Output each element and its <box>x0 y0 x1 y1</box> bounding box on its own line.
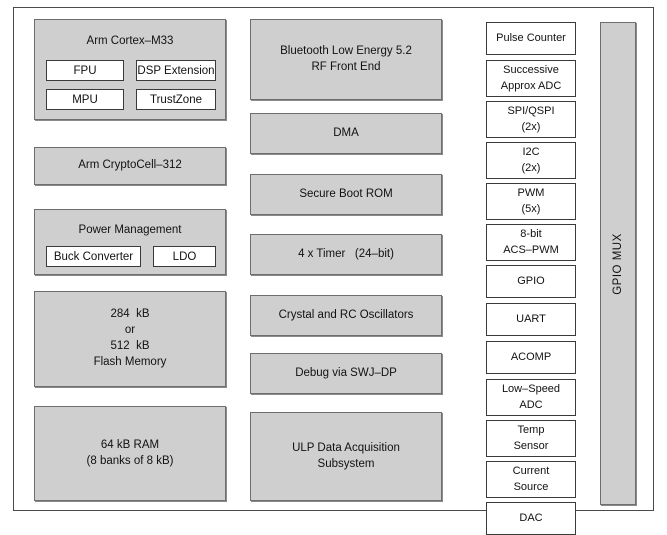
block-spi-qspi[interactable]: SPI/QSPI (2x) <box>486 101 576 138</box>
subblock-fpu-label: FPU <box>73 64 97 77</box>
subblock-ldo-label: LDO <box>172 250 197 263</box>
block-current-source[interactable]: Current Source <box>486 461 576 498</box>
block-arm-cryptocell-312-label: Arm CryptoCell–312 <box>78 159 182 172</box>
block-flash-memory-line-3: 512 kB <box>110 340 150 352</box>
block-ulp-data-acquisition-line-2: Subsystem <box>317 457 375 470</box>
block-pwm[interactable]: PWM (5x) <box>486 183 576 220</box>
block-acs-pwm-line-2: ACS–PWM <box>503 243 559 256</box>
block-i2c-line-2: (2x) <box>521 161 541 174</box>
block-secure-boot-rom[interactable]: Secure Boot ROM <box>250 174 442 215</box>
block-successive-approx-adc[interactable]: Successive Approx ADC <box>486 60 576 97</box>
subblock-buck-converter-label: Buck Converter <box>53 250 134 263</box>
subblock-trustzone[interactable]: TrustZone <box>136 89 216 110</box>
block-uart-label: UART <box>516 312 546 325</box>
block-acs-pwm-line-1: 8-bit <box>520 228 542 241</box>
subblock-dsp-extension[interactable]: DSP Extension <box>136 60 216 81</box>
block-dac[interactable]: DAC <box>486 502 576 535</box>
block-arm-cryptocell-312[interactable]: Arm CryptoCell–312 <box>34 147 226 185</box>
subblock-buck-converter[interactable]: Buck Converter <box>46 246 141 267</box>
subblock-mpu-label: MPU <box>72 93 98 106</box>
block-bluetooth-low-energy-line-1: Bluetooth Low Energy 5.2 <box>280 44 412 57</box>
block-acomp[interactable]: ACOMP <box>486 341 576 374</box>
block-ulp-data-acquisition-line-1: ULP Data Acquisition <box>292 441 400 454</box>
block-debug-swj-dp[interactable]: Debug via SWJ–DP <box>250 353 442 394</box>
block-bluetooth-low-energy[interactable]: Bluetooth Low Energy 5.2 RF Front End <box>250 19 442 100</box>
subblock-dsp-extension-label: DSP Extension <box>137 64 215 77</box>
block-uart[interactable]: UART <box>486 303 576 336</box>
block-gpio-mux[interactable]: GPIO MUX <box>600 22 636 505</box>
block-arm-cortex-m33-title: Arm Cortex–M33 <box>86 35 174 47</box>
block-gpio[interactable]: GPIO <box>486 265 576 298</box>
block-temp-sensor[interactable]: Temp Sensor <box>486 420 576 457</box>
subblock-trustzone-label: TrustZone <box>150 93 202 106</box>
block-temp-sensor-line-1: Temp <box>517 424 545 437</box>
block-flash-memory[interactable]: 284 kB or 512 kB Flash Memory <box>34 291 226 387</box>
block-successive-approx-adc-line-2: Approx ADC <box>500 79 562 92</box>
block-flash-memory-line-2: or <box>124 324 136 337</box>
block-ulp-data-acquisition[interactable]: ULP Data Acquisition Subsystem <box>250 412 442 501</box>
block-ram-line-2: (8 banks of 8 kB) <box>86 454 174 467</box>
block-power-management-title: Power Management <box>78 224 182 236</box>
block-power-management[interactable]: Power Management Buck Converter LDO <box>34 209 226 275</box>
block-flash-memory-line-4: Flash Memory <box>93 355 167 368</box>
block-gpio-mux-label: GPIO MUX <box>612 232 625 295</box>
block-flash-memory-line-1: 284 kB <box>110 308 150 321</box>
subblock-fpu[interactable]: FPU <box>46 60 124 81</box>
block-pulse-counter-label: Pulse Counter <box>496 31 566 44</box>
block-i2c[interactable]: I2C (2x) <box>486 142 576 179</box>
block-pwm-line-1: PWM <box>517 187 545 200</box>
block-dma-label: DMA <box>333 126 359 139</box>
block-low-speed-adc-line-2: ADC <box>519 398 543 411</box>
block-spi-qspi-line-2: (2x) <box>521 120 541 133</box>
block-secure-boot-rom-label: Secure Boot ROM <box>299 187 393 200</box>
block-low-speed-adc[interactable]: Low–Speed ADC <box>486 379 576 416</box>
block-debug-swj-dp-label: Debug via SWJ–DP <box>295 366 397 379</box>
block-dac-label: DAC <box>519 511 543 524</box>
block-pwm-line-2: (5x) <box>521 202 541 215</box>
block-i2c-line-1: I2C <box>522 146 540 159</box>
block-spi-qspi-line-1: SPI/QSPI <box>507 105 555 118</box>
block-low-speed-adc-line-1: Low–Speed <box>501 383 561 396</box>
block-ram[interactable]: 64 kB RAM (8 banks of 8 kB) <box>34 406 226 501</box>
block-acs-pwm[interactable]: 8-bit ACS–PWM <box>486 224 576 261</box>
block-dma[interactable]: DMA <box>250 113 442 154</box>
subblock-ldo[interactable]: LDO <box>153 246 216 267</box>
chip-outline-frame: Arm Cortex–M33 FPU DSP Extension MPU Tru… <box>13 7 654 535</box>
block-gpio-label: GPIO <box>517 274 545 287</box>
block-timer-label: 4 x Timer (24–bit) <box>298 247 394 260</box>
block-current-source-line-2: Source <box>513 480 549 493</box>
block-acomp-label: ACOMP <box>510 350 552 363</box>
block-pulse-counter[interactable]: Pulse Counter <box>486 22 576 55</box>
block-bluetooth-low-energy-line-2: RF Front End <box>311 60 381 73</box>
block-current-source-line-1: Current <box>512 465 550 478</box>
block-arm-cortex-m33[interactable]: Arm Cortex–M33 FPU DSP Extension MPU Tru… <box>34 19 226 120</box>
subblock-mpu[interactable]: MPU <box>46 89 124 110</box>
block-temp-sensor-line-2: Sensor <box>513 439 549 452</box>
block-successive-approx-adc-line-1: Successive <box>503 64 559 77</box>
block-oscillators[interactable]: Crystal and RC Oscillators <box>250 295 442 336</box>
block-ram-line-1: 64 kB RAM <box>100 438 160 451</box>
block-oscillators-label: Crystal and RC Oscillators <box>278 308 414 321</box>
block-timer[interactable]: 4 x Timer (24–bit) <box>250 234 442 275</box>
